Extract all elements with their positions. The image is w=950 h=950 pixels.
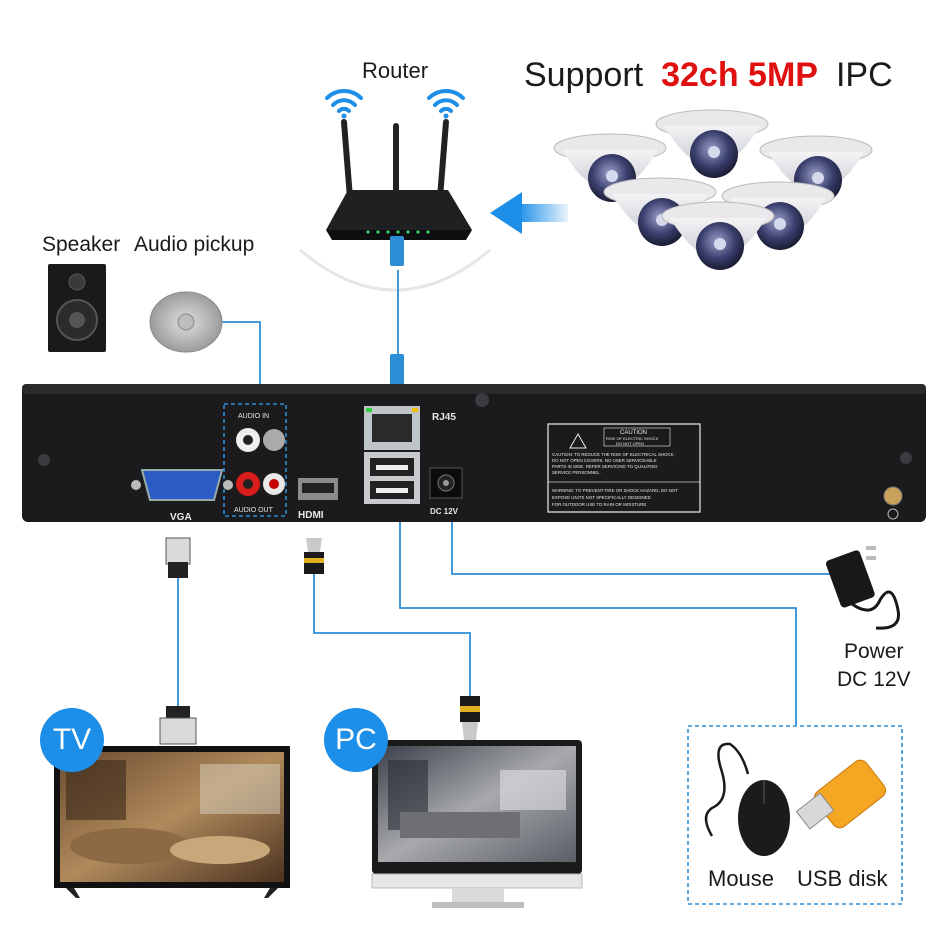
power-label-line1: Power [844, 640, 904, 663]
pc-badge: PC [324, 708, 388, 772]
headline-suffix: IPC [835, 56, 893, 94]
ethernet-plug-icon [390, 236, 404, 398]
caution-sticker [547, 423, 701, 513]
caution-text: DO NOT OPEN COVERS. NO USER SERVICEABLE [552, 458, 657, 463]
arrow-icon [490, 192, 568, 234]
vga-cable-icon [159, 537, 197, 745]
router-icon [326, 119, 472, 240]
microphone-icon [149, 291, 223, 353]
headline: Support 32ch 5MP IPC [524, 56, 893, 95]
power-label: Power DC 12V [837, 638, 911, 694]
usb-disk-icon [795, 759, 887, 830]
ground-screw-icon [883, 486, 903, 520]
caution-sub2: DO NOT OPEN [616, 441, 644, 446]
audio-out-port [236, 472, 285, 496]
usb-device-group [687, 725, 903, 905]
headline-prefix: Support [524, 56, 644, 94]
tv-icon [54, 746, 290, 898]
usb-disk-label: USB disk [797, 866, 888, 891]
vga-label: VGA [170, 512, 192, 523]
camera-group [553, 109, 873, 270]
hdmi-label: HDMI [298, 510, 324, 521]
dc-power-port [429, 467, 463, 499]
audio-pickup-label: Audio pickup [134, 233, 255, 256]
warning-text: FOR OUTDOOR USE TO RAIN OR MOISTURE [552, 502, 646, 507]
tv-badge: TV [40, 708, 104, 772]
mouse-label: Mouse [708, 866, 775, 891]
audio-in-port [236, 428, 285, 452]
monitor-icon [371, 740, 583, 908]
rj45-port [364, 406, 420, 450]
headline-highlight: 32ch 5MP [661, 56, 818, 94]
router-label: Router [362, 58, 429, 83]
audio-out-label: AUDIO OUT [234, 507, 274, 514]
cable-lines [177, 270, 830, 725]
rj45-label: RJ45 [432, 412, 456, 423]
nvr-rear-panel [22, 384, 926, 522]
caution-text: PARTS IN SIDE. REFER SERVICING TO QUALIF… [552, 464, 657, 469]
router-signal-arc [299, 248, 491, 292]
warning-text: WARNING: TO PREVENT FIRE OR SHOCK HAZARD… [552, 488, 678, 493]
power-adapter-icon [826, 546, 901, 630]
dc12v-label: DC 12V [430, 507, 459, 516]
caution-text: SERVICE PERSONNEL. [552, 470, 601, 475]
wifi-icon [325, 88, 363, 119]
caution-text: CAUTION: TO REDUCE THE RISK OF ELECTRICA… [552, 452, 675, 457]
vga-port [131, 469, 233, 501]
speaker-icon [48, 264, 106, 352]
camera-icon [655, 109, 769, 178]
wifi-icon [427, 88, 465, 119]
speaker-label: Speaker [42, 233, 121, 256]
audio-port-group [223, 403, 287, 517]
mouse-icon [704, 742, 790, 856]
audio-in-label: AUDIO IN [238, 413, 269, 420]
usb-ports [364, 452, 420, 504]
caution-sub1: RISK OF ELECTRIC SHOCK [606, 436, 659, 441]
warning-text: EXPOSE UNITS NOT SPECIFICALLY DESIGNED [552, 495, 651, 500]
hdmi-port [298, 478, 338, 500]
power-label-line2: DC 12V [837, 668, 911, 691]
camera-icon [661, 201, 775, 270]
hdmi-cable-icon [304, 538, 480, 740]
caution-title: CAUTION [620, 430, 647, 436]
